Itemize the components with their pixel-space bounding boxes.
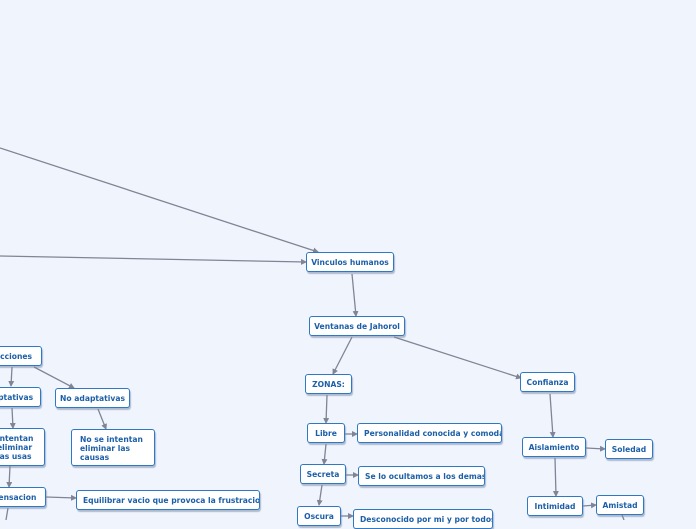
node-adaptativas[interactable]: aptativas: [0, 387, 41, 407]
node-label: No se intentan eliminar las causas: [80, 435, 143, 462]
node-label: ZONAS:: [312, 379, 345, 389]
node-oscura-desc[interactable]: Desconocido por mi y por todos: [353, 509, 493, 529]
node-intentan-eliminar[interactable]: intentan eliminar las usas: [0, 428, 45, 466]
edge-no-adaptativas-no-intentan: [97, 408, 107, 430]
edge-intimidad-amistad: [582, 502, 597, 509]
node-label: aptativas: [0, 392, 34, 402]
node-label: pensacion: [0, 492, 37, 502]
node-zonas[interactable]: ZONAS:: [305, 374, 352, 394]
edge-reacciones-no-adaptativas: [33, 366, 75, 389]
node-label: Equilibrar vacio que provoca la frustrac…: [83, 495, 260, 505]
node-no-adaptativas[interactable]: No adaptativas: [55, 388, 130, 408]
node-no-intentan[interactable]: No se intentan eliminar las causas: [71, 429, 155, 466]
edge-compensacion-offscreen: [5, 507, 9, 520]
edge-compensacion-equilibrar: [45, 494, 77, 501]
edge-offscreen-to-vinculos-upper: [0, 147, 319, 254]
node-label: Se lo ocultamos a los demas: [365, 471, 485, 481]
node-confianza[interactable]: Confianza: [520, 372, 575, 392]
node-ventanas-de-jahorol[interactable]: Ventanas de Jahorol: [309, 316, 405, 336]
edge-intentan-compensacion: [6, 465, 13, 488]
node-intimidad[interactable]: Intimidad: [527, 496, 583, 516]
edge-ventanas-zonas: [332, 336, 353, 375]
node-secreta[interactable]: Secreta: [300, 464, 346, 484]
node-label: Desconocido por mi y por todos: [360, 514, 493, 524]
node-label: intentan eliminar las usas: [0, 434, 34, 461]
node-label: Personalidad conocida y comoda: [364, 428, 502, 438]
edge-ventanas-confianza: [393, 336, 522, 380]
edge-libre-secreta: [321, 443, 328, 465]
edge-offscreen-to-vinculos-lower: [0, 255, 307, 265]
node-label: Vinculos humanos: [311, 257, 389, 267]
node-vinculos-humanos[interactable]: Vinculos humanos: [306, 252, 394, 272]
edge-aislamiento-soledad: [585, 445, 606, 452]
node-label: No adaptativas: [60, 393, 125, 403]
node-reacciones[interactable]: acciones: [0, 346, 42, 366]
node-label: Aislamiento: [528, 442, 580, 452]
node-label: acciones: [0, 351, 33, 361]
node-equilibrar[interactable]: Equilibrar vacio que provoca la frustrac…: [76, 490, 260, 510]
node-oscura[interactable]: Oscura: [297, 506, 341, 526]
node-soledad[interactable]: Soledad: [605, 439, 653, 459]
node-label: Soledad: [611, 444, 647, 454]
node-label: Secreta: [306, 469, 340, 479]
edge-aislamiento-intimidad: [552, 457, 559, 497]
node-label: Amistad: [602, 500, 638, 510]
edge-amistad-offscreen: [621, 514, 625, 520]
edge-secreta-oscura: [316, 484, 323, 506]
node-label: Oscura: [304, 511, 334, 521]
node-libre-desc[interactable]: Personalidad conocida y comoda: [357, 423, 502, 443]
node-amistad[interactable]: Amistad: [596, 495, 644, 515]
edge-adaptativas-intentan: [9, 407, 16, 429]
node-label: Ventanas de Jahorol: [314, 321, 400, 331]
node-secreta-desc[interactable]: Se lo ocultamos a los demas: [358, 466, 485, 486]
node-label: Confianza: [526, 377, 569, 387]
node-aislamiento[interactable]: Aislamiento: [522, 437, 586, 457]
edge-zonas-libre: [323, 394, 330, 424]
node-compensacion[interactable]: pensacion: [0, 487, 46, 507]
edge-reacciones-adaptativas: [8, 366, 15, 387]
edge-vinculos-ventanas: [351, 273, 359, 317]
edge-confianza-aislamiento: [549, 393, 556, 438]
node-libre[interactable]: Libre: [307, 423, 345, 443]
node-label: Intimidad: [534, 501, 576, 511]
node-label: Libre: [315, 428, 337, 438]
